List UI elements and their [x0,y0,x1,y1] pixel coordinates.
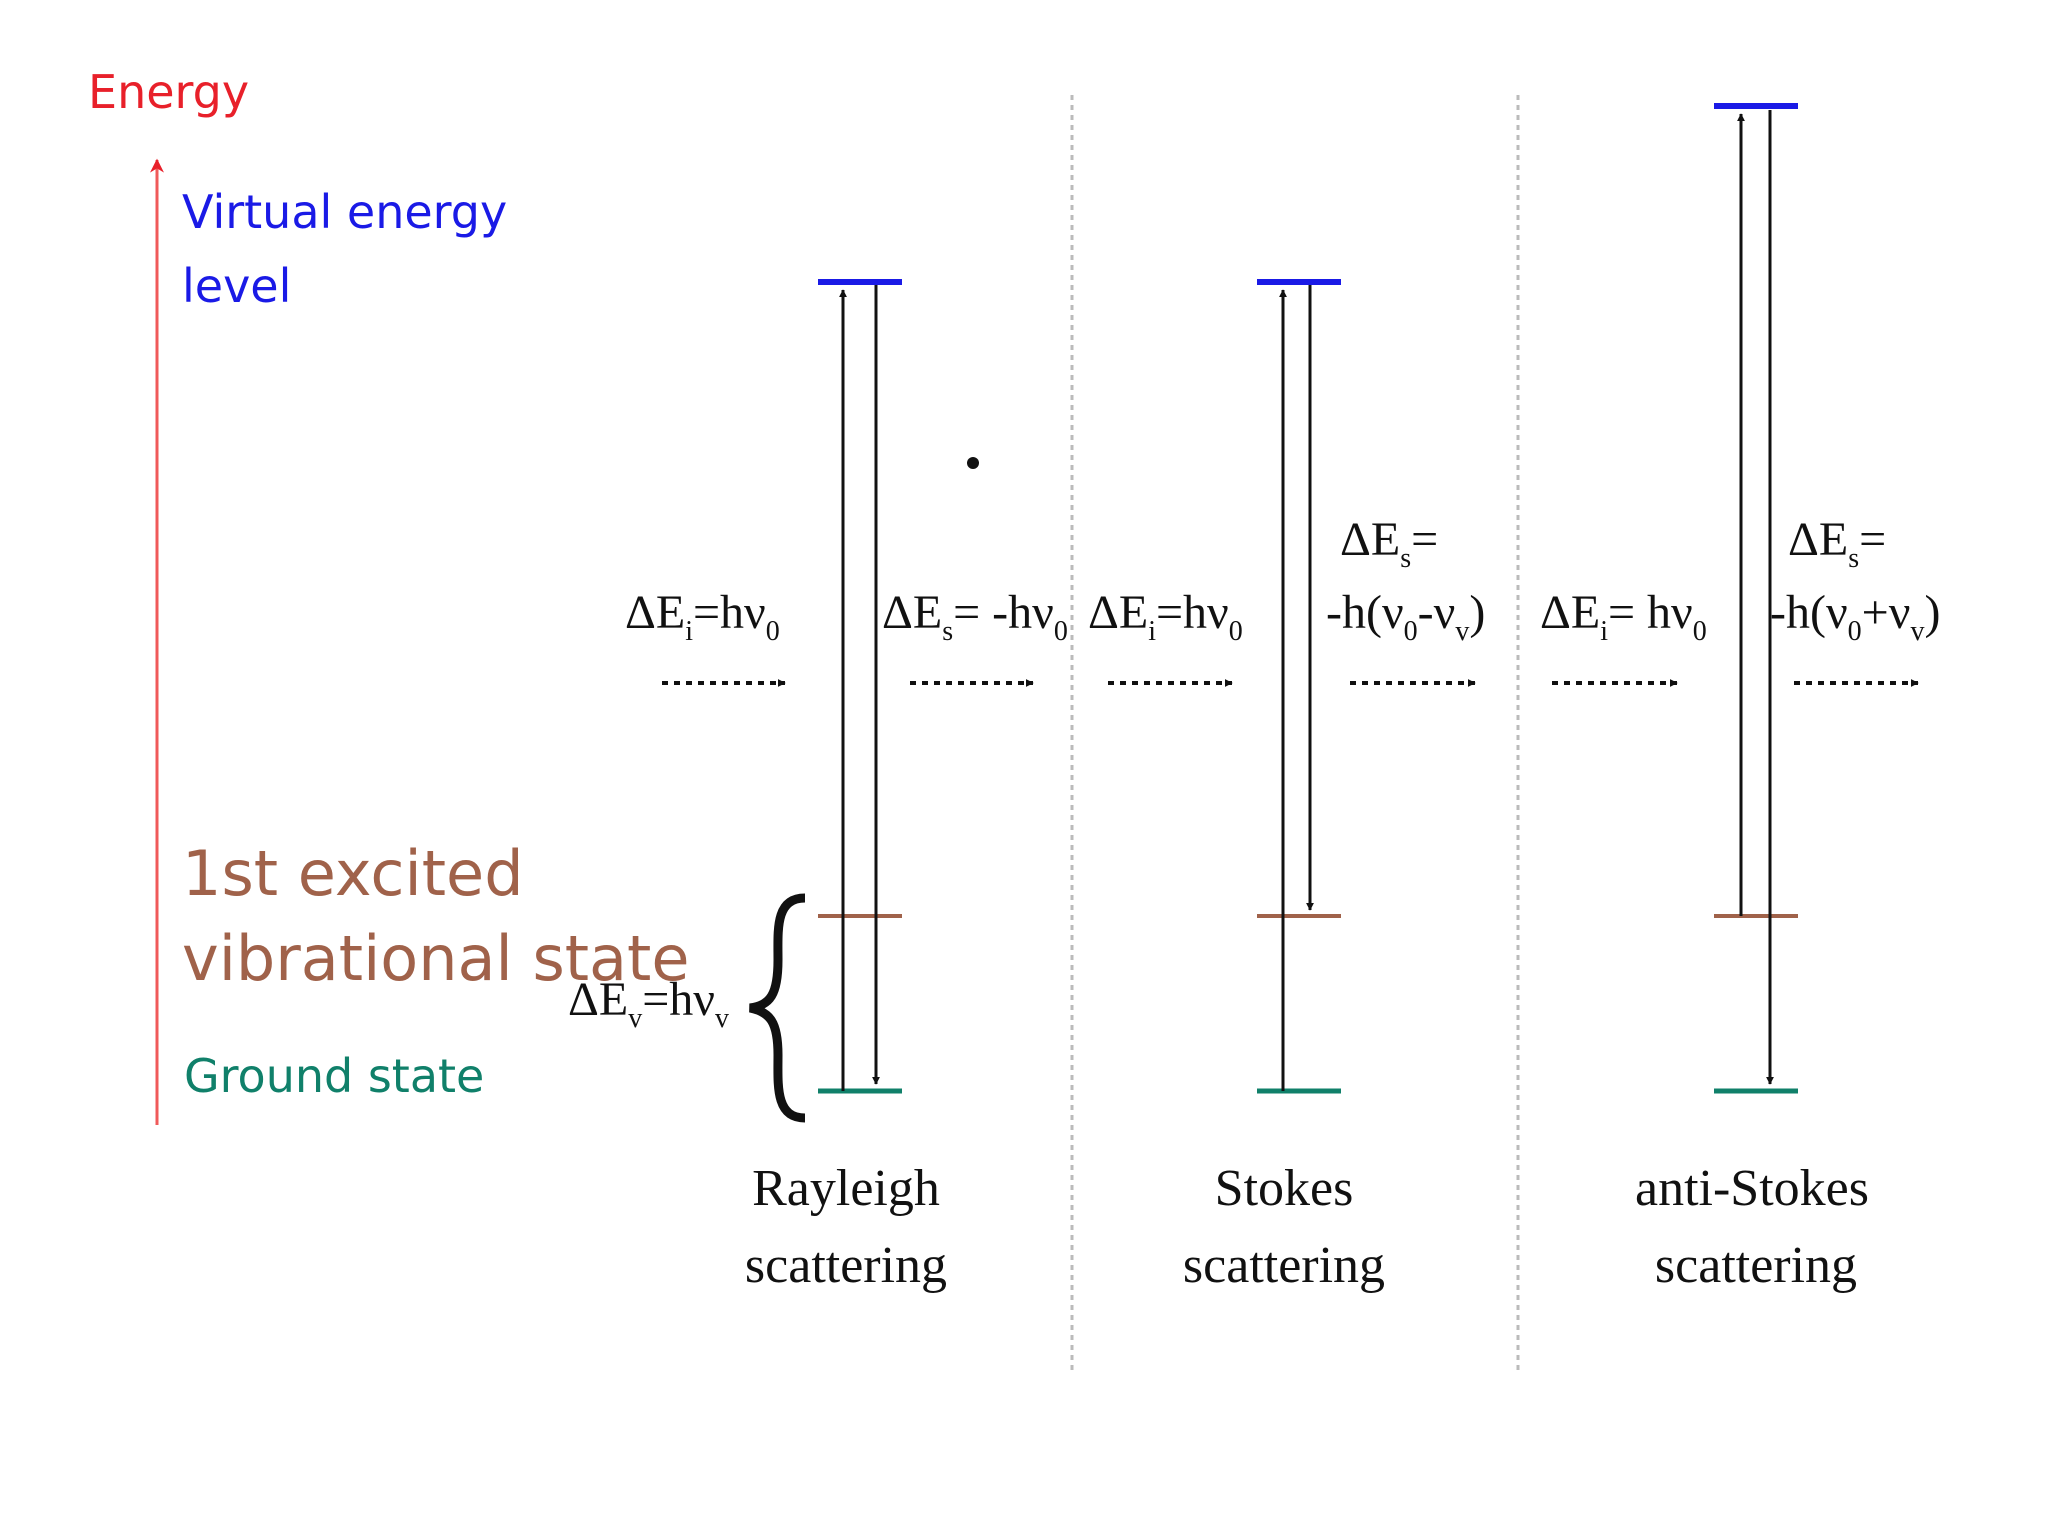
panel-title-line2: scattering [1183,1237,1385,1294]
virtual-level-label-line1: Virtual energy [182,185,507,239]
incident-energy-label: ΔEi=hν0 [1088,586,1243,647]
energy-axis-label: Energy [88,65,249,119]
panel-title-line1: Rayleigh [752,1160,940,1217]
excited-state-label-line1: 1st excited [182,837,524,910]
panel-stokes: ΔEi=hν0 ΔEs= -h(ν0-νv) Stokes scattering [1088,279,1485,1294]
ground-state-label: Ground state [184,1049,484,1103]
panel-title-line1: Stokes [1215,1160,1354,1217]
stray-dot [967,457,979,469]
panel-rayleigh: ΔEi=hν0 ΔEs= -hν0 Rayleigh scattering [625,279,1068,1294]
vibrational-gap-brace [748,893,806,1123]
panel-anti-stokes: ΔEi= hν0 ΔEs= -h(ν0+νv) anti-Stokes scat… [1540,103,1940,1294]
excited-state-label-line2: vibrational state [182,922,690,995]
virtual-level-label-line2: level [182,259,291,313]
incident-energy-label: ΔEi= hν0 [1540,586,1707,647]
emitted-energy-label-line1: ΔEs= [1340,513,1438,574]
emitted-energy-label-line2: -h(ν0+νv) [1770,586,1940,647]
emitted-energy-label-line2: -h(ν0-νv) [1326,586,1485,647]
emitted-energy-label: ΔEs= -hν0 [882,586,1068,647]
panel-title-line1: anti-Stokes [1635,1160,1869,1217]
vibrational-gap-label: ΔEv=hνv [568,973,729,1034]
panel-title-line2: scattering [745,1237,947,1294]
panel-title-line2: scattering [1655,1237,1857,1294]
incident-energy-label: ΔEi=hν0 [625,586,780,647]
emitted-energy-label-line1: ΔEs= [1788,513,1886,574]
